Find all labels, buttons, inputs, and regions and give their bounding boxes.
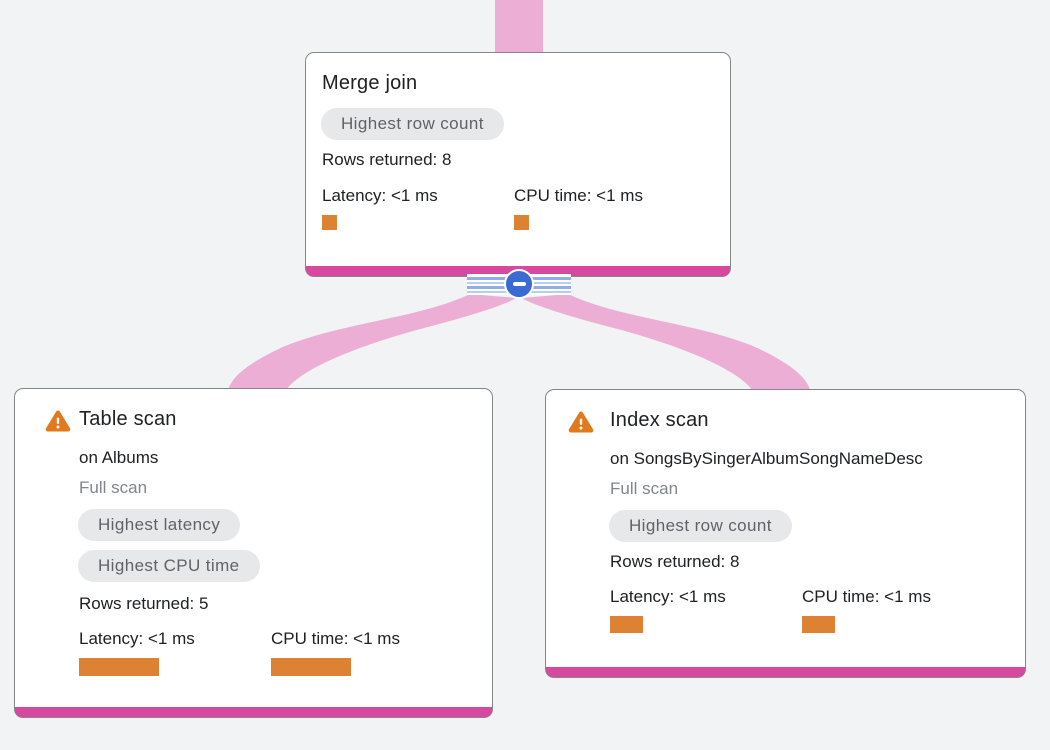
badge-stack: Highest row count <box>321 108 504 149</box>
edge-to-table-scan <box>228 294 516 390</box>
edge-parent-connector <box>495 0 543 56</box>
highest-latency-badge: Highest latency <box>78 509 241 541</box>
plan-node-table-scan[interactable]: Table scan on Albums Full scan Highest l… <box>14 388 493 718</box>
latency-label: Latency: <1 ms <box>610 587 726 606</box>
scan-type: Full scan <box>610 479 679 498</box>
scan-target: on Albums <box>79 448 159 467</box>
cpu-time-metric: CPU time: <1 ms <box>802 587 931 633</box>
cpu-time-metric: CPU time: <1 ms <box>271 629 400 676</box>
minus-icon <box>512 282 526 286</box>
cpu-time-label: CPU time: <1 ms <box>802 587 931 606</box>
scan-type: Full scan <box>79 478 148 497</box>
rows-returned: Rows returned: 8 <box>610 552 740 571</box>
highest-row-count-badge: Highest row count <box>609 510 792 542</box>
latency-metric: Latency: <1 ms <box>610 587 726 633</box>
highest-row-count-badge: Highest row count <box>321 108 504 140</box>
latency-metric: Latency: <1 ms <box>322 186 438 230</box>
node-accent-bar <box>546 667 1025 677</box>
rows-returned: Rows returned: 8 <box>322 150 452 169</box>
node-accent-bar <box>15 707 492 717</box>
cpu-time-label: CPU time: <1 ms <box>271 629 400 648</box>
cpu-time-bar <box>514 215 529 230</box>
warning-icon[interactable] <box>45 409 71 433</box>
node-title: Merge join <box>322 72 418 94</box>
scan-target: on SongsBySingerAlbumSongNameDesc <box>610 449 923 468</box>
warning-icon[interactable] <box>568 410 594 434</box>
collapse-children-button[interactable] <box>504 269 534 299</box>
cpu-time-metric: CPU time: <1 ms <box>514 186 643 230</box>
cpu-time-bar <box>271 658 351 676</box>
badge-stack: Highest latency Highest CPU time <box>78 509 260 591</box>
cpu-time-label: CPU time: <1 ms <box>514 186 643 205</box>
rows-returned: Rows returned: 5 <box>79 594 209 613</box>
latency-bar <box>79 658 159 676</box>
plan-node-index-scan[interactable]: Index scan on SongsBySingerAlbumSongName… <box>545 389 1026 678</box>
latency-label: Latency: <1 ms <box>322 186 438 205</box>
latency-bar <box>610 616 643 633</box>
latency-bar <box>322 215 337 230</box>
node-title: Table scan <box>79 408 177 430</box>
node-title: Index scan <box>610 409 709 431</box>
latency-metric: Latency: <1 ms <box>79 629 195 676</box>
plan-node-merge-join[interactable]: Merge join Highest row count Rows return… <box>305 52 731 277</box>
badge-stack: Highest row count <box>609 510 792 551</box>
latency-label: Latency: <1 ms <box>79 629 195 648</box>
highest-cpu-time-badge: Highest CPU time <box>78 550 260 582</box>
edge-to-index-scan <box>522 294 810 390</box>
cpu-time-bar <box>802 616 835 633</box>
